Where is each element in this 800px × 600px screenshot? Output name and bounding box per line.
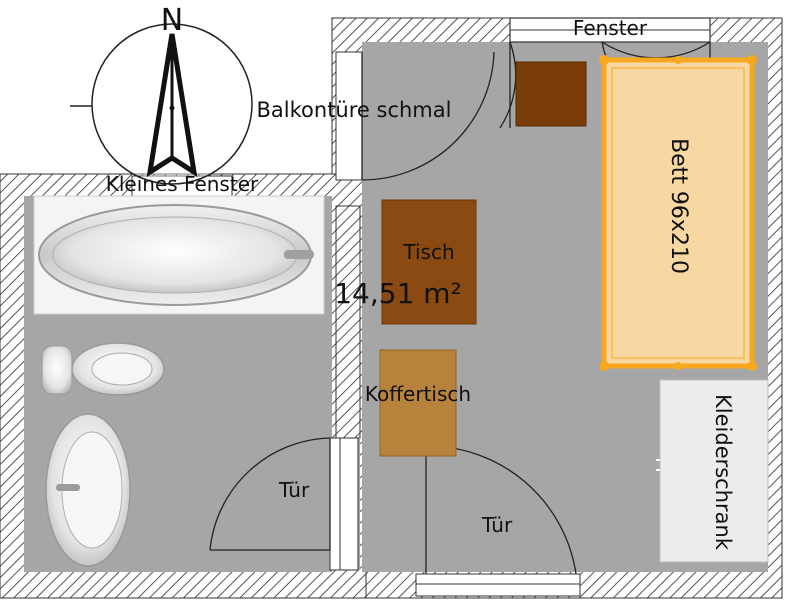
bed: [599, 55, 757, 371]
label-door-room: Tür: [481, 513, 513, 537]
label-table: Tisch: [402, 240, 454, 264]
north-label: N: [161, 3, 183, 38]
label-small-window: Kleines Fenster: [106, 172, 259, 196]
nightstand: [515, 61, 587, 127]
bathtub: [33, 195, 325, 315]
inner-wall-hatch: [335, 205, 361, 439]
top-window: [499, 17, 711, 131]
bathroom-door: [209, 437, 359, 571]
toilet: [41, 342, 165, 396]
table: [381, 199, 477, 325]
balcony-door-swing: [361, 51, 495, 181]
label-balcony-door: Balkontüre schmal: [257, 98, 452, 122]
washbasin: [45, 413, 131, 567]
label-area: 14,51 m²: [334, 277, 462, 310]
luggage-table: [379, 349, 457, 457]
label-window-top: Fenster: [573, 16, 648, 40]
balcony-door-opening: [335, 51, 363, 181]
wardrobe: [659, 379, 769, 563]
label-door-bathroom: Tür: [278, 478, 310, 502]
compass: N: [70, 3, 253, 185]
label-bed: Bett 96x210: [666, 138, 691, 274]
label-luggage-table: Koffertisch: [365, 382, 471, 406]
label-wardrobe: Kleiderschrank: [711, 394, 735, 551]
